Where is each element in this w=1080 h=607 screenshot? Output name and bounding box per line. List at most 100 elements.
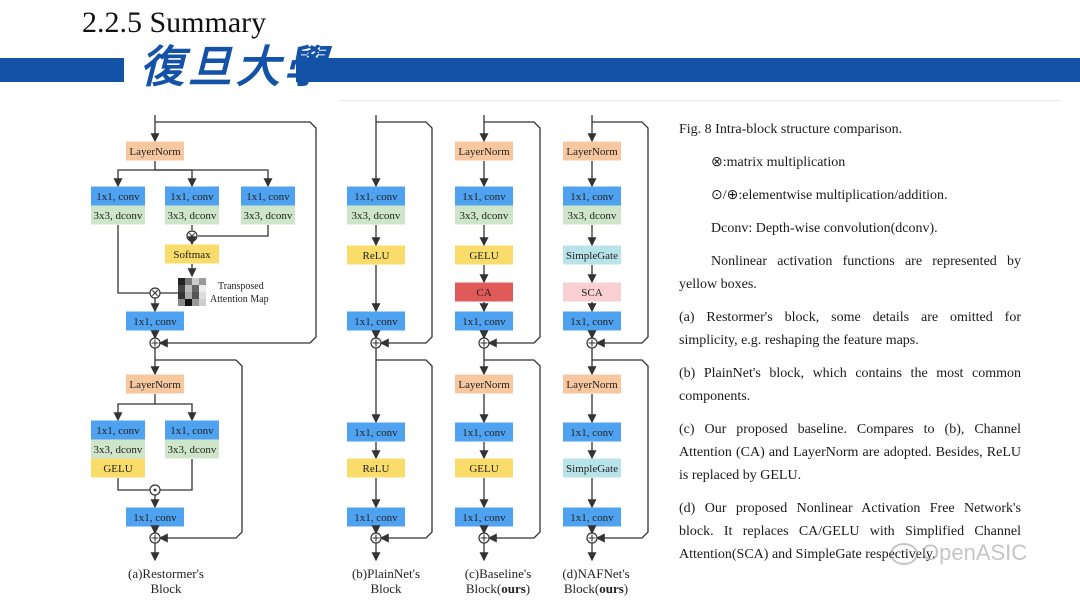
connector-line bbox=[155, 121, 317, 348]
connector-line bbox=[592, 359, 649, 543]
b-bot-1 bbox=[347, 458, 405, 478]
a-matmul-bottom-times bbox=[152, 290, 158, 296]
a-dconv-2-label: 3x3, dconv bbox=[244, 210, 293, 222]
a-layernorm-2 bbox=[126, 374, 184, 394]
d-bot-2-label: SimpleGate bbox=[566, 463, 618, 475]
a-dconv-0 bbox=[91, 205, 145, 225]
c-bot-2-label: GELU bbox=[469, 463, 498, 475]
b-top-0 bbox=[347, 186, 405, 206]
connector-line bbox=[198, 225, 269, 237]
a-conv-2 bbox=[241, 186, 295, 206]
d-top-0 bbox=[563, 141, 621, 161]
nonlinear-note: Nonlinear activation functions are repre… bbox=[679, 254, 1021, 292]
a-conv-out-label: 1x1, conv bbox=[133, 316, 177, 328]
b-top-0-label: 1x1, conv bbox=[354, 191, 398, 203]
d-add-2-plus bbox=[588, 534, 596, 542]
d-top-3-label: SimpleGate bbox=[566, 250, 618, 262]
a-softmax bbox=[165, 244, 219, 264]
a-ffn-dconv-2 bbox=[165, 439, 219, 459]
watermark: OpenASIC bbox=[890, 540, 1027, 566]
c-top-0 bbox=[455, 141, 513, 161]
a-layernorm-label: LayerNorm bbox=[129, 146, 181, 158]
d-top-0-label: LayerNorm bbox=[566, 146, 618, 158]
note-c: (c) Our proposed baseline. Compares to (… bbox=[679, 422, 1021, 483]
a-conv-1 bbox=[165, 186, 219, 206]
d-bot-0-label: LayerNorm bbox=[566, 379, 618, 391]
caption-a: (a)Restormer's Block bbox=[128, 566, 204, 596]
c-top-2-label: 3x3, dconv bbox=[460, 210, 509, 222]
d-top-1 bbox=[563, 186, 621, 206]
d-bot-2 bbox=[563, 458, 621, 478]
c-top-3 bbox=[455, 245, 513, 265]
c-top-5 bbox=[455, 311, 513, 331]
a-conv-1-label: 1x1, conv bbox=[170, 191, 214, 203]
attention-map-cell bbox=[185, 299, 192, 306]
c-top-1-label: 1x1, conv bbox=[462, 191, 506, 203]
d-bot-3-label: 1x1, conv bbox=[570, 512, 614, 524]
a-ffn-conv-2 bbox=[165, 420, 219, 440]
caption-d: (d)NAFNet's Block(ours) bbox=[562, 566, 630, 596]
dconv-note: Dconv: Depth-wise convolution(dconv). bbox=[711, 221, 938, 236]
attention-map-cell bbox=[185, 285, 192, 292]
d-top-2 bbox=[563, 205, 621, 225]
connector-line bbox=[160, 459, 193, 491]
a-conv-out bbox=[126, 311, 184, 331]
b-bot-2 bbox=[347, 507, 405, 527]
c-top-1 bbox=[455, 186, 513, 206]
c-bot-0 bbox=[455, 374, 513, 394]
a-conv-2-label: 1x1, conv bbox=[246, 191, 290, 203]
connector-line bbox=[155, 169, 197, 188]
connector-line bbox=[113, 394, 156, 422]
attention-map-label-2: Attention Map bbox=[210, 294, 269, 305]
d-top-4-label: SCA bbox=[581, 287, 602, 299]
attention-map-cell bbox=[192, 278, 199, 285]
d-top-4 bbox=[563, 282, 621, 302]
title-band-right bbox=[296, 58, 1080, 82]
attention-map-cell bbox=[192, 299, 199, 306]
attention-map-cell bbox=[178, 299, 185, 306]
caption-c: (c)Baseline's Block(ours) bbox=[464, 566, 532, 596]
b-top-3 bbox=[347, 311, 405, 331]
attention-map-label-1: Transposed bbox=[218, 281, 264, 292]
connector-line bbox=[484, 121, 541, 348]
a-add-1-plus bbox=[151, 339, 159, 347]
note-a: (a) Restormer's block, some details are … bbox=[679, 310, 1021, 348]
connector-line bbox=[113, 161, 156, 188]
a-dconv-0-label: 3x3, dconv bbox=[94, 210, 143, 222]
a-add-2-plus bbox=[151, 534, 159, 542]
b-top-3-label: 1x1, conv bbox=[354, 316, 398, 328]
a-ffn-conv-1 bbox=[91, 420, 145, 440]
d-bot-0 bbox=[563, 374, 621, 394]
connector-line bbox=[155, 169, 273, 188]
a-gelu bbox=[91, 458, 145, 478]
elementwise-note: ⊙/⊕:elementwise multiplication/addition. bbox=[711, 188, 948, 203]
a-ffn-conv-2-label: 1x1, conv bbox=[170, 425, 214, 437]
a-ffn-dconv-1 bbox=[91, 439, 145, 459]
caption-b: (b)PlainNet's Block bbox=[351, 566, 421, 596]
c-bot-1 bbox=[455, 422, 513, 442]
a-conv-0-label: 1x1, conv bbox=[96, 191, 140, 203]
connector-line bbox=[117, 478, 150, 491]
a-conv-0 bbox=[91, 186, 145, 206]
c-top-5-label: 1x1, conv bbox=[462, 316, 506, 328]
a-ffn-conv-1-label: 1x1, conv bbox=[96, 425, 140, 437]
description-panel: Fig. 8 Intra-block structure comparison.… bbox=[679, 118, 1021, 576]
attention-map-cell bbox=[192, 285, 199, 292]
attention-map-cell bbox=[178, 278, 185, 285]
a-dconv-2 bbox=[241, 205, 295, 225]
c-bot-0-label: LayerNorm bbox=[458, 379, 510, 391]
b-add-1-plus bbox=[372, 339, 380, 347]
b-bot-1-label: ReLU bbox=[363, 463, 390, 475]
a-ffn-dconv-1-label: 3x3, dconv bbox=[94, 444, 143, 456]
attention-map-cell bbox=[185, 278, 192, 285]
b-top-1-label: 3x3, dconv bbox=[352, 210, 401, 222]
d-top-5-label: 1x1, conv bbox=[570, 316, 614, 328]
attention-map-cell bbox=[185, 292, 192, 299]
a-layernorm bbox=[126, 141, 184, 161]
a-layernorm-2-label: LayerNorm bbox=[129, 379, 181, 391]
d-bot-1-label: 1x1, conv bbox=[570, 427, 614, 439]
a-gate-dot bbox=[153, 488, 157, 492]
d-top-3 bbox=[563, 245, 621, 265]
d-top-5 bbox=[563, 311, 621, 331]
block-structure-diagram: LayerNorm 1x1, conv 3x3, dconv 1x1, conv 3x3… bbox=[91, 115, 649, 562]
